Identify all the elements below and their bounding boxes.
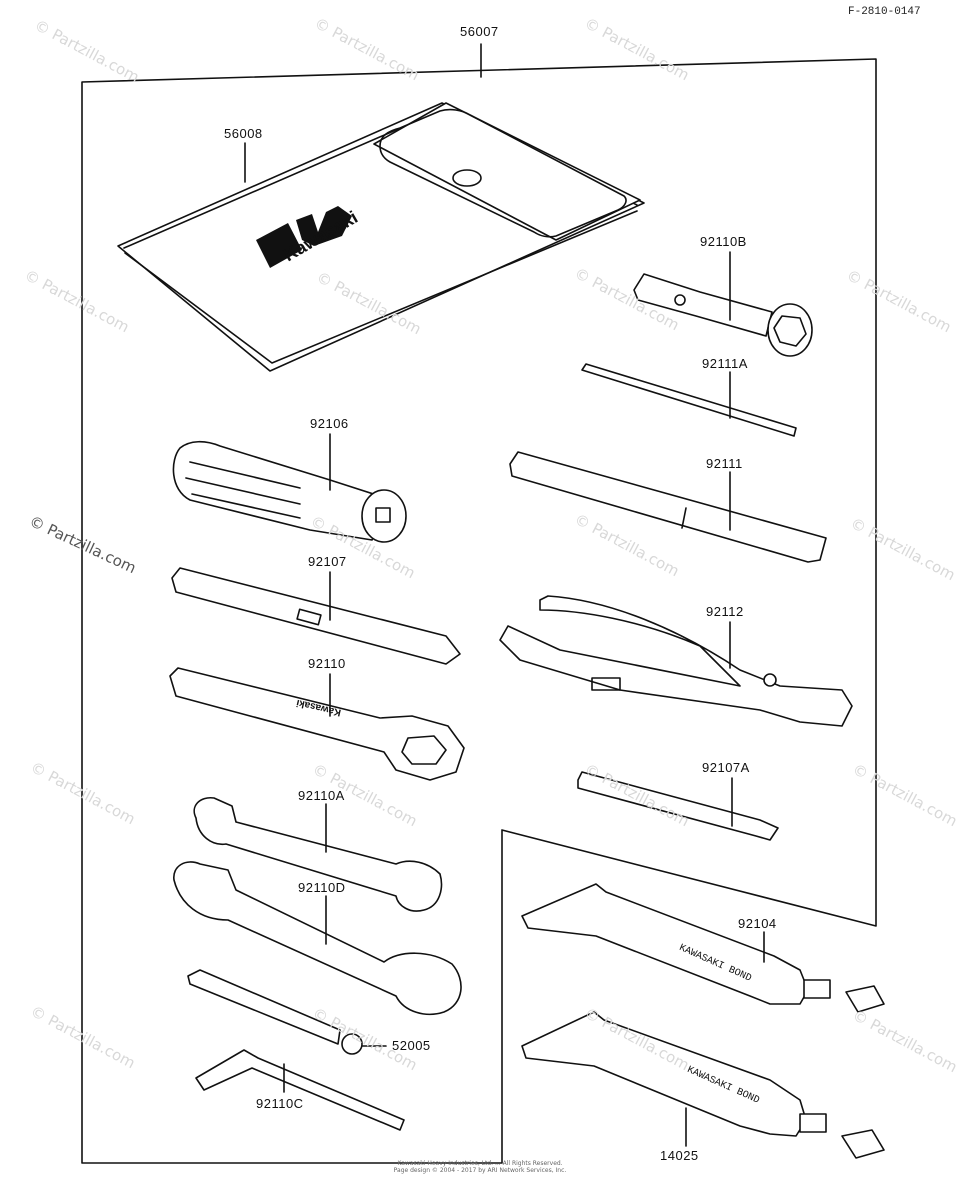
label-92110C: 92110C bbox=[256, 1096, 304, 1111]
label-92112: 92112 bbox=[706, 604, 744, 619]
label-92106: 92106 bbox=[310, 416, 349, 431]
screwdriver-bit-92107A bbox=[577, 771, 779, 841]
label-14025: 14025 bbox=[660, 1148, 699, 1163]
open-spanner-92110A bbox=[193, 796, 443, 912]
bar-92111A bbox=[581, 363, 797, 437]
hex-key-92110C bbox=[195, 1049, 405, 1131]
screwdriver-grip-92106 bbox=[172, 433, 407, 543]
footer-page-design: Page design © 2004 - 2017 by ARI Network… bbox=[393, 1167, 567, 1174]
extension-52005 bbox=[187, 969, 387, 1055]
footer-copyright: Kawasaki Heavy Industries, Ltd. ... All … bbox=[397, 1160, 563, 1167]
label-56007: 56007 bbox=[460, 24, 499, 39]
label-92110A: 92110A bbox=[298, 788, 345, 803]
label-92107: 92107 bbox=[308, 554, 347, 569]
bond-tube-14025 bbox=[521, 1011, 885, 1159]
pliers-92112 bbox=[499, 595, 853, 727]
label-92111: 92111 bbox=[706, 456, 743, 471]
screwdriver-bit-92107 bbox=[171, 567, 461, 665]
pouch-56008 bbox=[117, 102, 645, 372]
label-92111A: 92111A bbox=[702, 356, 748, 371]
label-92110B: 92110B bbox=[700, 234, 747, 249]
bond-tube-92104 bbox=[521, 883, 885, 1013]
label-56008: 56008 bbox=[224, 126, 263, 141]
ring-spanner-92110 bbox=[169, 667, 465, 781]
label-92110: 92110 bbox=[308, 656, 346, 671]
label-92107A: 92107A bbox=[702, 760, 750, 775]
label-92104: 92104 bbox=[738, 916, 777, 931]
figure-code: F-2810-0147 bbox=[848, 6, 921, 18]
label-92110D: 92110D bbox=[298, 880, 346, 895]
open-spanner-92110D bbox=[173, 861, 462, 1016]
kawasaki-logo bbox=[256, 206, 352, 268]
box-wrench-92110B bbox=[633, 251, 813, 357]
assembly-frame bbox=[81, 58, 877, 1164]
label-52005: 52005 bbox=[392, 1038, 431, 1053]
handle-92111 bbox=[509, 451, 827, 563]
